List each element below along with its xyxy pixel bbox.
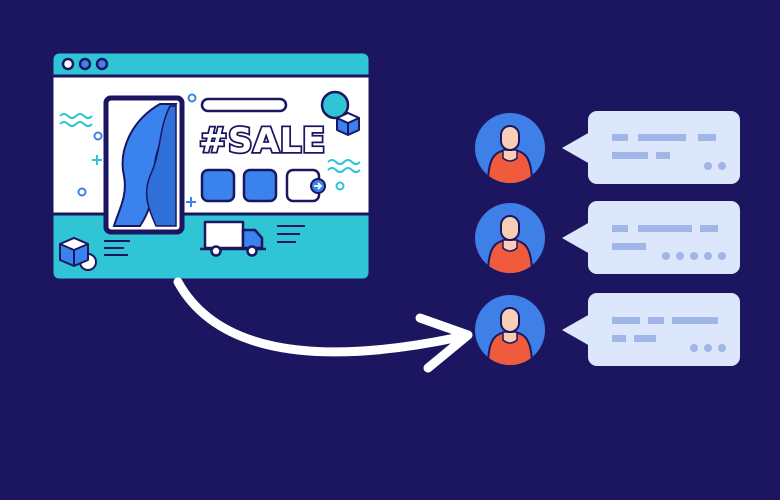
sale-headline: #SALE [199,121,326,161]
product-tile [202,170,234,201]
message-text-placeholder [612,225,628,232]
user-message-row [473,293,740,367]
user-avatar-icon [473,111,547,185]
product-tiles [202,170,325,201]
message-text-placeholder [638,134,686,141]
typing-dot [676,252,684,260]
typing-dot [704,252,712,260]
window-controls [63,59,107,69]
typing-dot [690,344,698,352]
typing-dot [718,344,726,352]
message-text-placeholder [612,335,626,342]
cube-icon [337,113,359,135]
browser-window-icon: #SALE [52,52,370,280]
message-text-placeholder [612,152,648,159]
typing-dot [704,344,712,352]
chat-bubble-icon [562,201,740,274]
user-list [473,111,740,367]
typing-dot [662,252,670,260]
user-avatar-icon [473,201,547,275]
message-text-placeholder [612,317,640,324]
next-arrow-icon [311,179,325,193]
user-message-row [473,201,740,275]
message-text-placeholder [612,243,646,250]
message-text-placeholder [698,134,716,141]
user-avatar-icon [473,293,547,367]
message-text-placeholder [634,335,656,342]
typing-dot [704,162,712,170]
message-text-placeholder [612,134,628,141]
chat-bubble-icon [562,111,740,184]
message-text-placeholder [656,152,670,159]
chat-bubble-icon [562,293,740,366]
message-text-placeholder [638,225,692,232]
curved-arrow-icon [178,282,468,368]
typing-dot [718,252,726,260]
message-text-placeholder [672,317,718,324]
user-message-row [473,111,740,185]
headline-bar [202,99,286,111]
product-tile [244,170,276,201]
typing-dot [690,252,698,260]
message-text-placeholder [700,225,718,232]
message-text-placeholder [648,317,664,324]
typing-dot [718,162,726,170]
phone-product-icon [106,98,182,232]
